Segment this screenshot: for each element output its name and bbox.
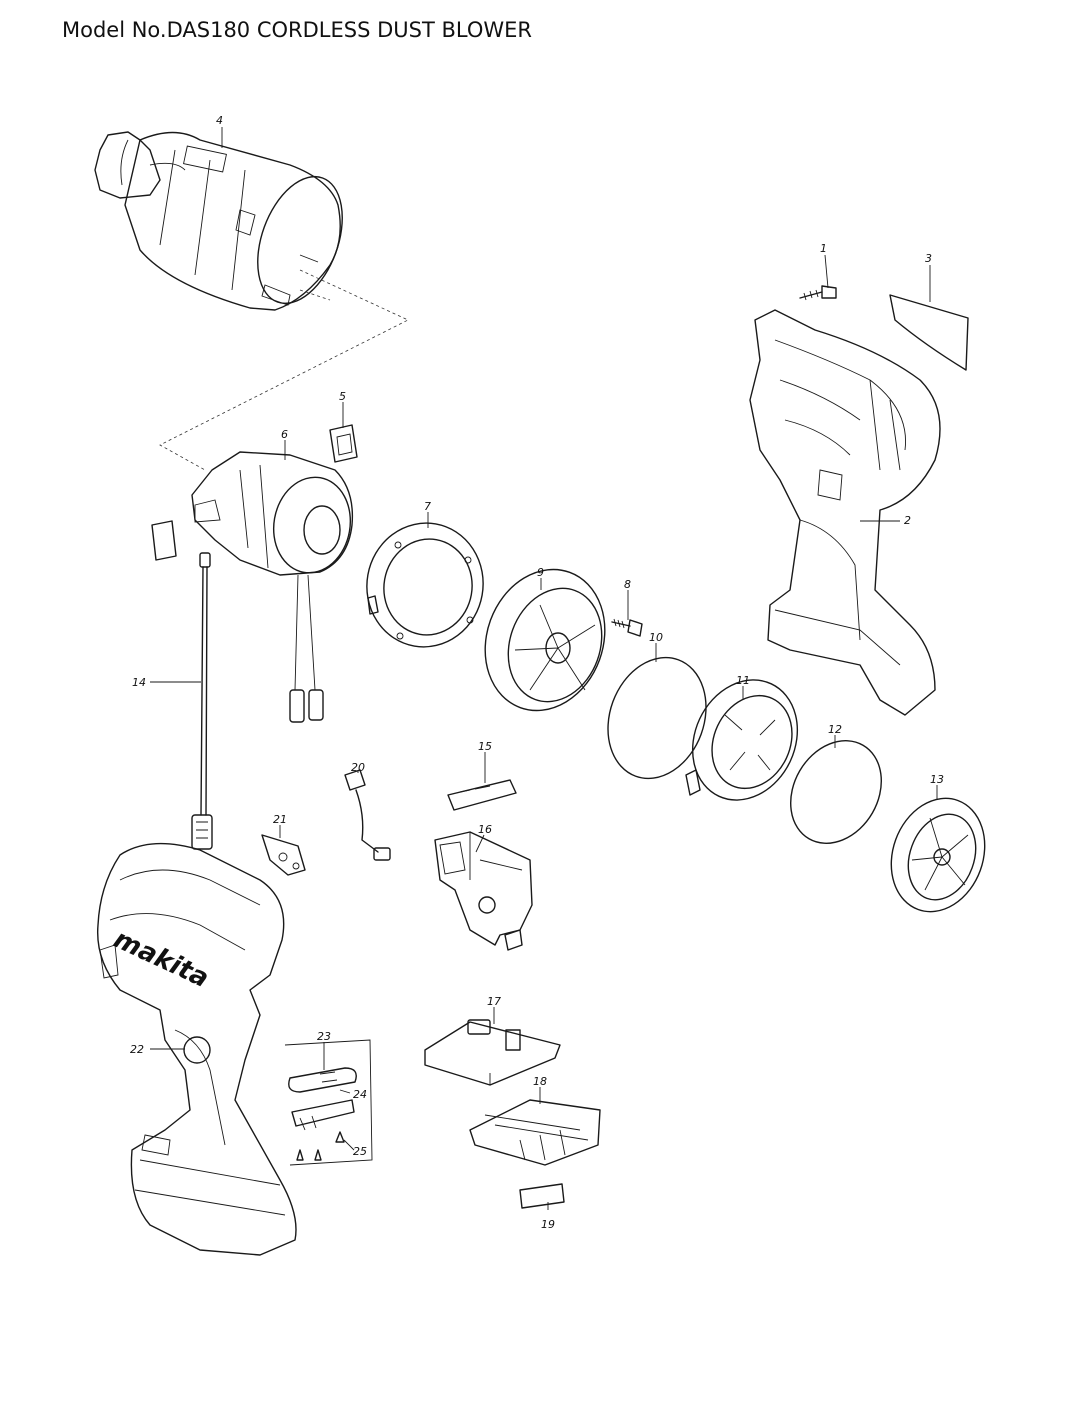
part-7-ring	[366, 522, 484, 648]
part-17-controller	[424, 1019, 561, 1086]
callout-2: 2	[904, 514, 911, 527]
callout-6: 6	[281, 428, 288, 441]
callout-25: 25	[353, 1145, 367, 1158]
part-2-handle-housing	[749, 309, 941, 716]
part-16-switch	[434, 831, 533, 951]
part-11-cover	[685, 679, 799, 801]
page-title: Model No.DAS180 CORDLESS DUST BLOWER	[62, 18, 532, 42]
part-15-button	[447, 779, 517, 811]
callout-10: 10	[649, 631, 663, 644]
part-23-25-led-group	[284, 1039, 373, 1166]
part-22-main-housing: makita	[96, 842, 297, 1256]
callout-9: 9	[537, 566, 544, 579]
callout-4: 4	[216, 114, 223, 127]
part-4-housing	[94, 131, 343, 311]
callout-18: 18	[533, 1075, 547, 1088]
part-5-pad	[329, 424, 358, 463]
callout-3: 3	[925, 252, 932, 265]
callout-22: 22	[130, 1043, 144, 1056]
part-10-filter	[607, 656, 707, 780]
part-19-label	[519, 1183, 565, 1209]
callout-19: 19	[541, 1218, 555, 1231]
callout-21: 21	[273, 813, 287, 826]
part-12-pad-disc	[790, 740, 882, 844]
callout-20: 20	[351, 761, 365, 774]
part-13-grille	[890, 797, 986, 913]
callout-labels: 4 1 3 5 6 7 2 9 8 10 11 12 13 14 15 16 1…	[130, 114, 944, 1231]
callout-15: 15	[478, 740, 492, 753]
part-5b-pad	[151, 520, 177, 561]
part-20-sensor	[344, 769, 391, 861]
assembly-dashed-line	[159, 269, 409, 471]
part-18-terminal	[469, 1099, 601, 1166]
callout-17: 17	[487, 995, 501, 1008]
callout-8: 8	[624, 578, 631, 591]
part-6-motor	[191, 451, 354, 723]
callout-11: 11	[736, 674, 750, 687]
callout-leaders	[150, 127, 938, 1210]
callout-23: 23	[317, 1030, 331, 1043]
callout-12: 12	[828, 723, 842, 736]
assembly-dashed-line-2	[299, 289, 331, 301]
callout-14: 14	[132, 676, 146, 689]
callout-16: 16	[478, 823, 492, 836]
callout-24: 24	[353, 1088, 367, 1101]
part-3-label	[889, 294, 969, 371]
callout-1: 1	[820, 242, 827, 255]
part-21-bracket	[261, 834, 306, 876]
part-8-screw	[611, 618, 643, 637]
callout-7: 7	[424, 500, 431, 513]
callout-5: 5	[339, 390, 346, 403]
brand-logo: makita	[109, 924, 213, 994]
callout-13: 13	[930, 773, 944, 786]
part-14-lead-wire	[191, 552, 213, 850]
part-1-screw	[799, 285, 837, 301]
part-9-fan	[484, 568, 606, 712]
